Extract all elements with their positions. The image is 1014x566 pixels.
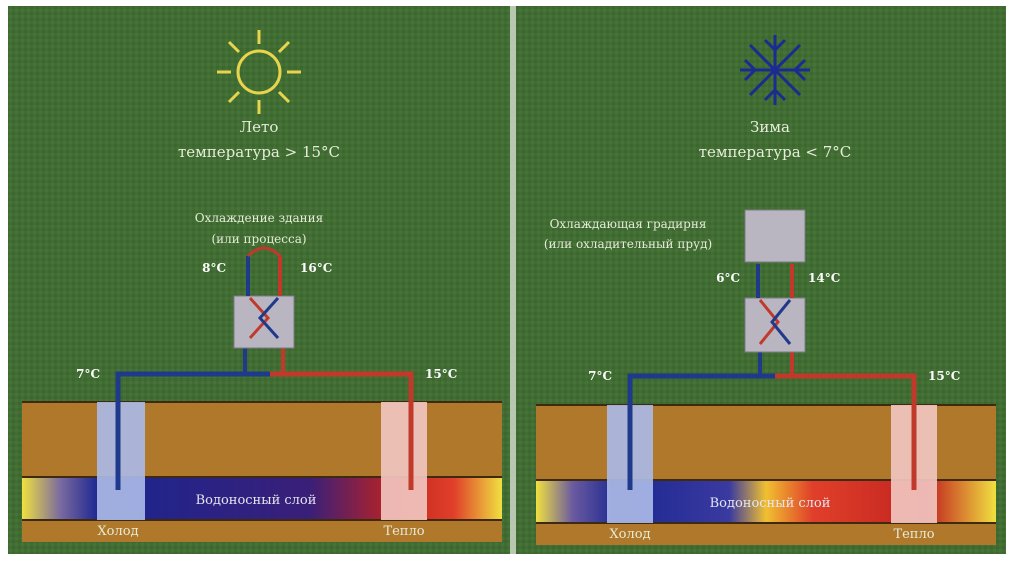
winter-consumer-line2: (или охладительный пруд) (544, 237, 712, 251)
summer-condition-label: температура > 15°C (178, 143, 340, 161)
summer-cold-pipe-temp: 7°C (76, 367, 100, 381)
summer-cold-well (97, 402, 145, 520)
cooling-tower-box (744, 209, 806, 263)
winter-warm-pipe (775, 373, 917, 490)
summer-consumer-line2: (или процесса) (211, 232, 306, 246)
summer-consumer-line1: Охлаждение здания (195, 211, 323, 225)
summer-warm-pipe-temp: 15°C (425, 367, 457, 381)
summer-hx-out-temp: 16°C (300, 261, 332, 275)
winter-aquifer-label: Водоносный слой (710, 496, 831, 511)
winter-hx-in-temp: 6°C (716, 271, 740, 285)
winter-condition-label: температура < 7°C (699, 143, 852, 161)
summer-cold-well-label: Холод (97, 524, 138, 539)
summer-cold-pipe (115, 371, 270, 490)
winter-season-label: Зима (750, 118, 790, 136)
winter-cold-pipe (627, 373, 775, 490)
summer-warm-well-label: Тепло (383, 524, 424, 539)
winter-consumer-line1: Охлаждающая градирня (550, 217, 707, 231)
winter-cold-well-label: Холод (609, 527, 650, 542)
summer-warm-well (381, 402, 427, 520)
summer-aquifer-label: Водоносный слой (196, 493, 317, 508)
snowflake-icon (740, 35, 810, 105)
summer-season-label: Лето (240, 118, 279, 136)
winter-warm-pipe-temp: 15°C (928, 369, 960, 383)
winter-warm-well-label: Тепло (893, 527, 934, 542)
summer-warm-pipe (270, 371, 414, 490)
winter-cold-pipe-temp: 7°C (588, 369, 612, 383)
sun-icon (217, 30, 301, 114)
panel-divider (510, 6, 516, 554)
summer-hx-in-temp: 8°C (202, 261, 226, 275)
winter-hx-out-temp: 14°C (808, 271, 840, 285)
